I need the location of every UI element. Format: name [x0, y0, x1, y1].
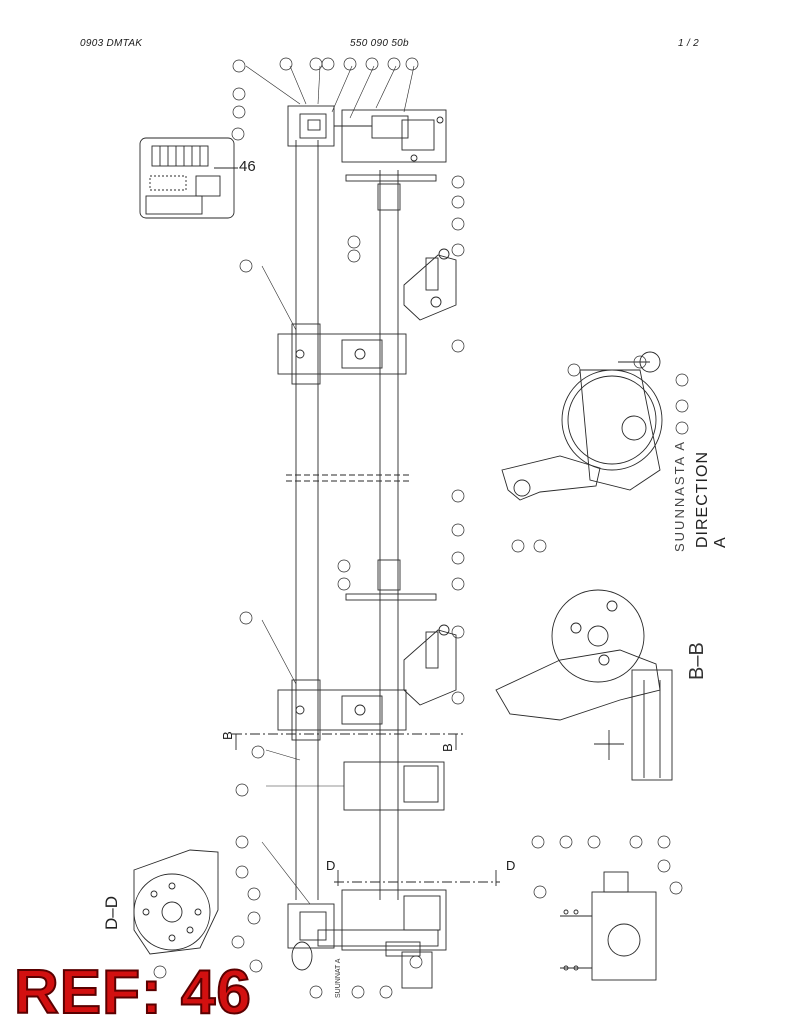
top-flange: [345, 174, 437, 211]
section-d-left: D: [326, 858, 336, 873]
bb-section-view: [495, 589, 673, 781]
middle-coupling: [345, 559, 437, 601]
item-balloons: [153, 57, 689, 999]
section-d-right: D: [506, 858, 516, 873]
lower-right-detail: [560, 871, 657, 981]
ref-label: REF: 46: [13, 958, 252, 1027]
section-b-right: B: [440, 743, 455, 752]
section-dd-label: D–D: [102, 895, 121, 930]
bottom-gearbox: [287, 889, 447, 989]
top-actuator: [403, 248, 457, 321]
direction-english-label: DIRECTION A: [694, 451, 729, 548]
section-cut-dd: [334, 870, 500, 886]
callout-46-label: 46: [239, 158, 256, 175]
direction-finnish-label: SUUNNASTA A: [672, 439, 687, 552]
lower-box: [343, 761, 445, 811]
header-page-number: 1 / 2: [678, 38, 699, 49]
direction-a-view: [501, 351, 663, 501]
top-gearbox: [287, 105, 447, 163]
bearing-housing-lower: [277, 679, 407, 741]
bearing-housing-upper: [277, 323, 407, 385]
section-bb-label: B–B: [686, 642, 708, 680]
header-left: 0903 DMTAK: [80, 38, 143, 49]
suunnat-label: SUUNNAT A: [335, 958, 342, 998]
leader-lines: [245, 65, 415, 905]
middle-actuator: [403, 624, 457, 706]
main-axle: [286, 140, 410, 900]
section-cut-bb: [232, 733, 466, 750]
section-b-left: B: [220, 731, 235, 740]
dd-section-view: [133, 849, 219, 955]
control-box-46: [139, 137, 238, 219]
header-drawing-number: 550 090 50b: [350, 38, 409, 49]
